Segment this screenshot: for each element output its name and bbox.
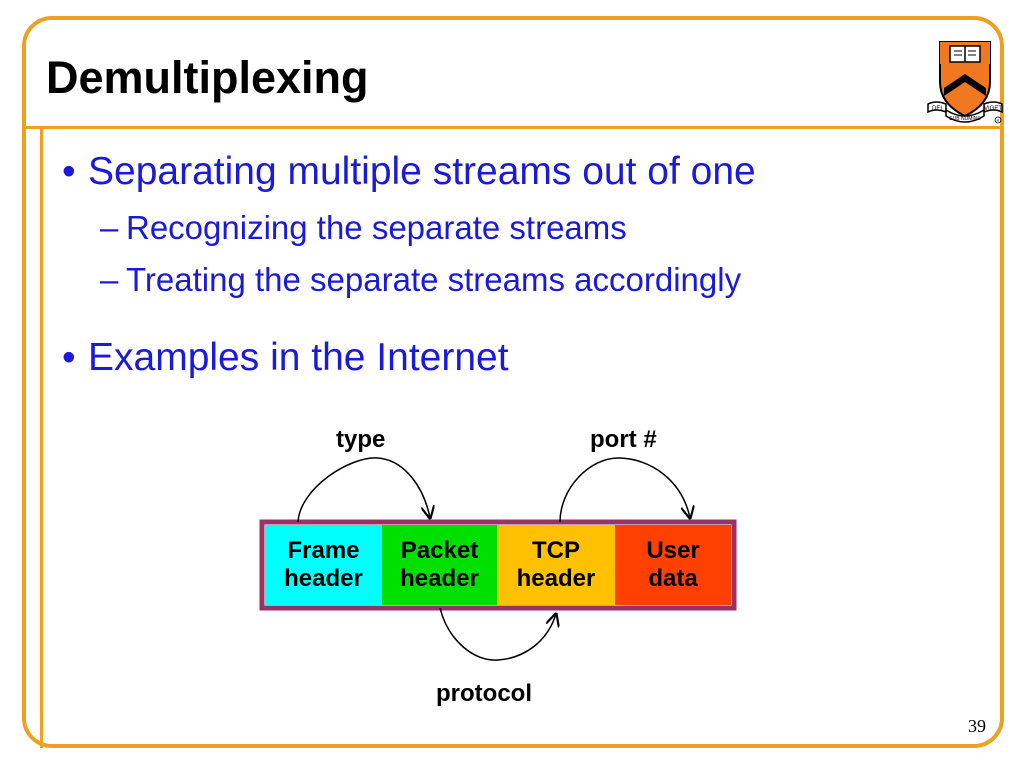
packet-header-label: Packet header — [400, 537, 479, 592]
bullet-marker: • — [62, 150, 76, 193]
bullet-1: • Separating multiple streams out of one — [62, 150, 756, 194]
subitem-marker: – — [100, 261, 119, 298]
bullet-marker: • — [62, 336, 76, 379]
protocol-arrow — [439, 607, 556, 661]
slide-frame — [22, 16, 1004, 748]
subitem-1-1: –Recognizing the separate streams — [100, 209, 627, 247]
subitem-1-2-text: Treating the separate streams accordingl… — [126, 261, 742, 298]
type-arrow — [297, 457, 430, 523]
bullet-2-text: Examples in the Internet — [88, 336, 509, 379]
port-arrow-label: port # — [590, 426, 657, 453]
frame-header-label: Frame header — [284, 537, 363, 592]
type-arrow-label: type — [336, 426, 386, 453]
princeton-shield-icon: DEI SUB NUMINE VIGET R — [927, 41, 1003, 124]
tcp-header-cell — [497, 525, 615, 605]
motto-middle: SUB NUMINE — [949, 116, 981, 122]
port-arrow — [559, 457, 690, 523]
user-data-label: User data — [646, 537, 700, 592]
motto-left: DEI — [932, 106, 942, 112]
header-stack-border — [259, 519, 737, 611]
left-divider — [40, 126, 43, 748]
motto-right: VIGET — [984, 106, 1002, 112]
page-number: 39 — [968, 716, 986, 736]
packet-header-cell — [382, 525, 497, 605]
svg-text:R: R — [997, 118, 1000, 123]
subitem-marker: – — [100, 209, 119, 246]
bullet-1-text: Separating multiple streams out of one — [88, 150, 756, 193]
bullet-2: • Examples in the Internet — [62, 336, 509, 380]
slide-title: Demultiplexing — [46, 52, 369, 103]
user-data-cell — [615, 525, 731, 605]
subitem-1-1-text: Recognizing the separate streams — [126, 209, 627, 246]
frame-header-cell — [265, 525, 382, 605]
subitem-1-2: –Treating the separate streams according… — [100, 261, 741, 299]
tcp-header-label: TCP header — [516, 537, 596, 592]
title-divider — [22, 126, 1004, 129]
protocol-arrow-label: protocol — [436, 680, 532, 707]
